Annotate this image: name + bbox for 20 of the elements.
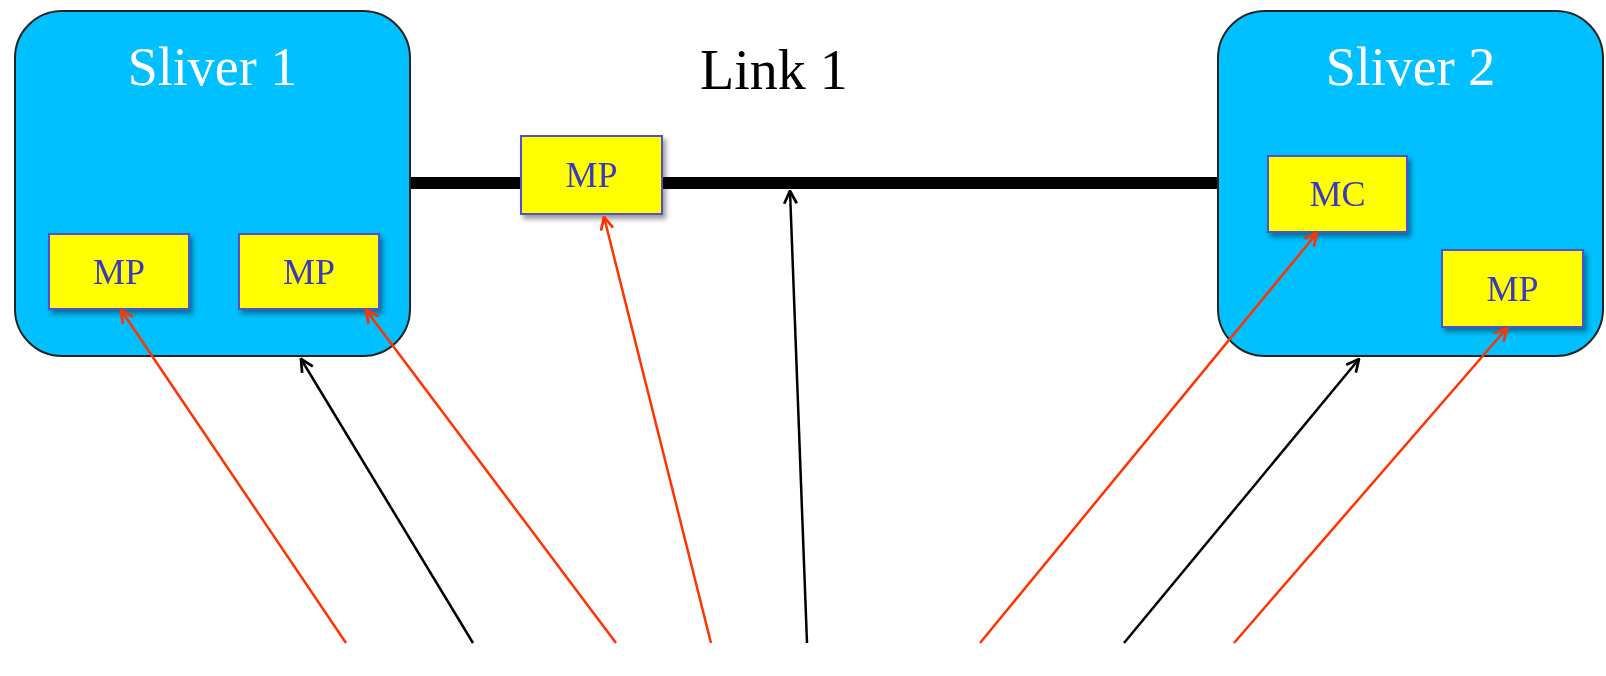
link-label: Link 1 (700, 42, 848, 98)
arrow (299, 357, 475, 644)
link-bar (663, 177, 1217, 189)
sliver-box (14, 10, 411, 357)
arrow (119, 308, 348, 644)
module-box: MP (520, 135, 663, 215)
arrow (364, 308, 617, 644)
sliver-title: Sliver 1 (126, 40, 299, 94)
link-line (411, 177, 520, 189)
module-box: MP (48, 233, 190, 310)
sliver-title: Sliver 2 (1324, 40, 1497, 94)
module-box: MC (1267, 155, 1408, 233)
arrow (1123, 357, 1361, 644)
arrow (979, 231, 1319, 644)
arrow (782, 189, 809, 644)
module-box: MP (238, 233, 380, 310)
sliver-box (1217, 10, 1604, 357)
module-box: MP (1441, 249, 1584, 328)
arrow (599, 215, 713, 644)
arrow (1233, 326, 1509, 644)
